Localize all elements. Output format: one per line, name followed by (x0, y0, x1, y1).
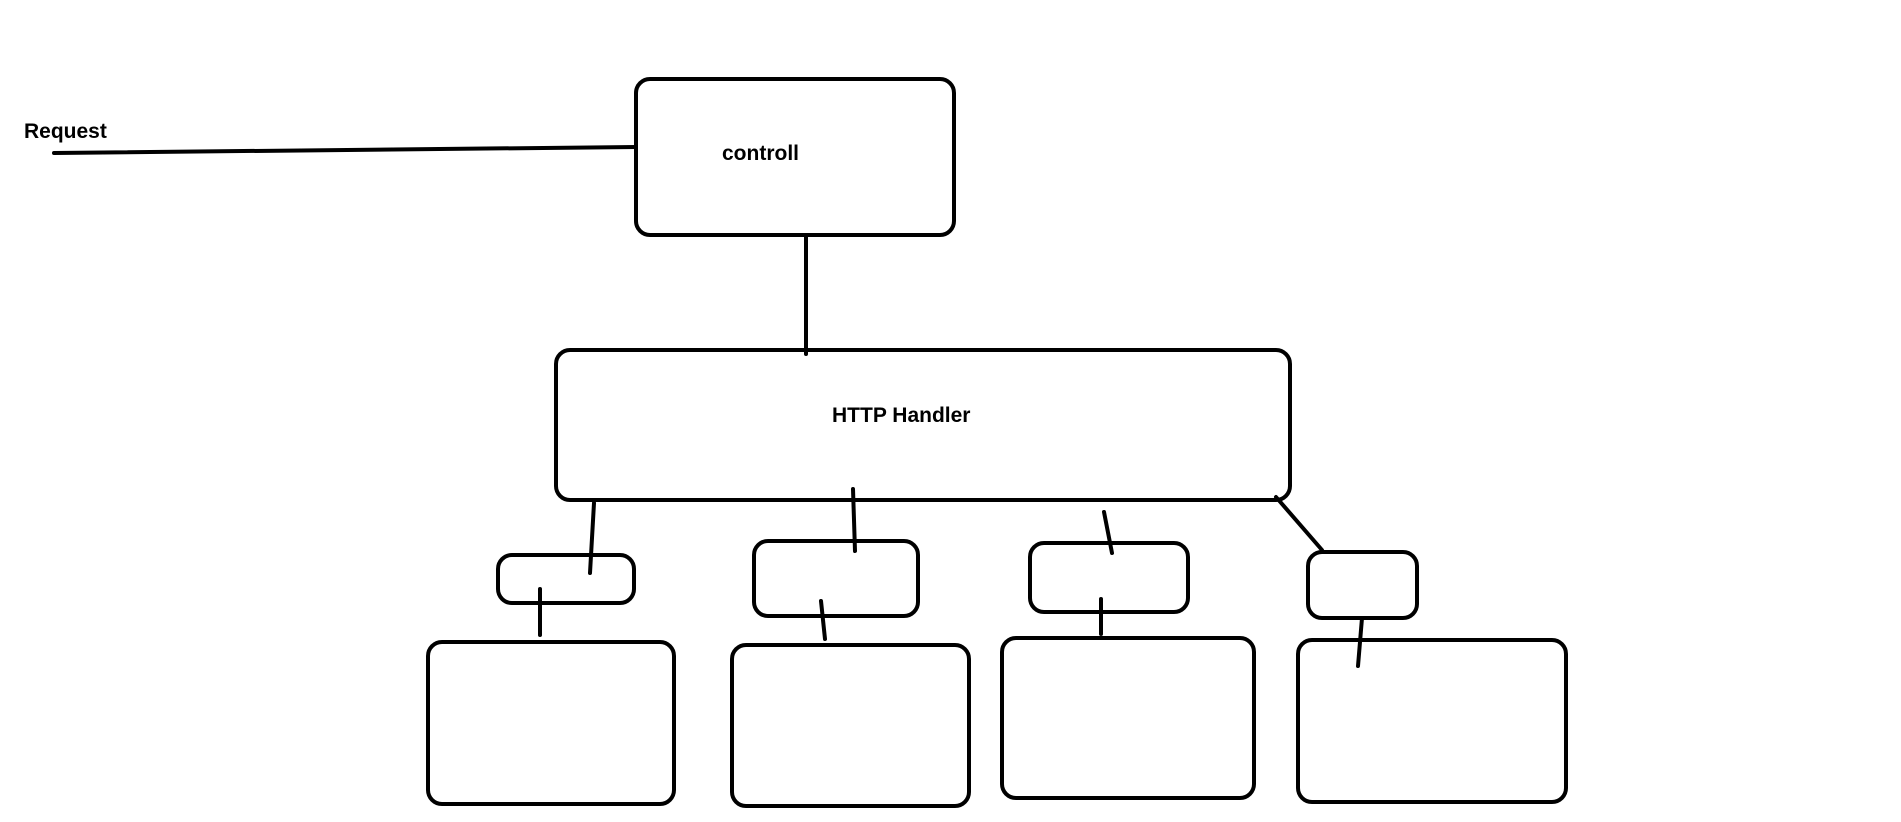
module-box-3 (1028, 541, 1190, 614)
controller-box (634, 77, 956, 237)
handler-module-3-connector (1102, 510, 1114, 555)
controller-label: controll (722, 142, 799, 165)
module-box-4 (1306, 550, 1419, 620)
http-handler-label: HTTP Handler (832, 404, 970, 427)
component-box-3 (1000, 636, 1256, 800)
component-box-4 (1296, 638, 1568, 804)
module-box-1 (496, 553, 636, 605)
http-handler-box (554, 348, 1292, 502)
handler-module-1-connector (588, 501, 596, 575)
request-connector (52, 145, 638, 155)
component-box-1 (426, 640, 676, 806)
handler-module-4-connector (1274, 495, 1324, 552)
component-box-2 (730, 643, 971, 808)
request-label: Request (24, 120, 107, 143)
module-2-component-connector (819, 599, 827, 641)
module-box-2 (752, 539, 920, 618)
